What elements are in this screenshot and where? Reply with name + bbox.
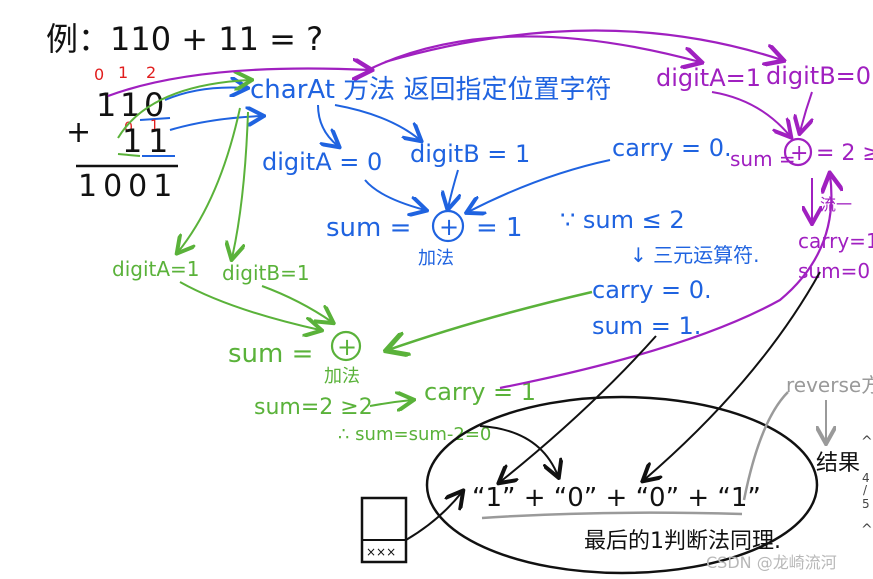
- green-carry: carry = 1: [424, 378, 536, 406]
- arrow-green-to-carry: [369, 400, 412, 406]
- reverse-label: reverse方法: [786, 373, 873, 397]
- charat-label: charAt 方法 返回指定位置字符: [250, 75, 611, 105]
- purple-plus-op: +: [790, 141, 808, 166]
- watermark: CSDN @龙崎流河: [706, 553, 837, 572]
- arrow-purple-to-digitA: [371, 35, 700, 68]
- scroll-tick-2: /: [863, 483, 868, 497]
- arrow-green-carry-to-purple-sum: [499, 175, 831, 390]
- arrow-green-digitB-to-sum: [261, 285, 332, 322]
- arrow-carry-to-green-sum: [388, 290, 593, 350]
- scroll-tick-3: 5: [862, 497, 870, 511]
- blue-digitA: digitA = 0: [262, 148, 382, 176]
- row2-digit-0: 1: [122, 122, 142, 160]
- purple-carry: carry=1: [798, 229, 873, 253]
- purple-eq: = 2 ≥ 2: [816, 141, 873, 166]
- output-box: [360, 496, 408, 564]
- blue-sum-label: sum =: [326, 213, 411, 243]
- arrow-sumsub-to-string: [479, 425, 558, 476]
- arrow-purple-digitA-to-sum: [711, 91, 790, 136]
- blue-eq-result: = 1: [476, 213, 523, 243]
- arrow-green-to-digitB: [232, 111, 249, 258]
- blue-ternary: ↓ 三元运算符.: [630, 243, 759, 267]
- row1-underline: [139, 117, 171, 121]
- arrow-green-to-digitA: [178, 107, 241, 252]
- title-text: 例：110 + 11 = ?: [46, 20, 323, 58]
- arrow-box-to-oval: [405, 492, 462, 541]
- arrow-purple-digitB-to-sum: [800, 91, 812, 132]
- result-oval: [425, 395, 819, 575]
- arrow-charat-to-digitB: [334, 104, 420, 140]
- blue-carry2: carry = 0.: [592, 276, 712, 304]
- result-string: “1” + “0” + “0” + “1”: [472, 483, 761, 513]
- arrow-charat-to-digitA: [317, 104, 338, 146]
- purple-plus-circle: [783, 137, 813, 167]
- blue-plus-op: +: [439, 213, 459, 241]
- green-plus-op: +: [337, 333, 357, 361]
- row1-digit-0: 1: [96, 86, 116, 124]
- arrow-carry-to-sum: [468, 159, 611, 212]
- result-caption: 最后的1判断法同理.: [584, 529, 781, 554]
- green-sum-line: sum=2 ≥2: [254, 395, 373, 420]
- row1-digit-2: 0: [144, 86, 164, 124]
- reverse-result-label: 结果: [816, 451, 860, 476]
- arrow-purple-row-to-charat: [107, 68, 370, 98]
- green-plus-circle: [330, 330, 362, 362]
- output-box-text: ×××: [366, 545, 396, 559]
- index-1: 1: [118, 63, 128, 82]
- row2-underline-green: [117, 153, 141, 157]
- plus-sign: +: [66, 115, 91, 150]
- arrow-green-digitA-to-sum: [179, 281, 320, 330]
- scroll-tick-1: 4: [862, 471, 870, 485]
- arrow-sum2-to-string: [500, 335, 657, 482]
- blue-sum2: sum = 1.: [592, 312, 701, 340]
- arrow-purple-sum-to-string: [644, 271, 821, 480]
- arrow-row2-to-charat: [169, 116, 262, 131]
- green-sum-label: sum =: [228, 339, 313, 369]
- index-0: 0: [94, 65, 104, 84]
- result-underline: [481, 511, 743, 520]
- arrow-digitB-to-sum: [448, 169, 458, 208]
- row2-index-1: 1: [150, 118, 159, 134]
- arrow-green-row-to-charat: [117, 80, 250, 139]
- arrow-reverse-to-string: [742, 391, 789, 501]
- index-2: 2: [146, 63, 156, 82]
- row1-digit-1: 1: [120, 86, 140, 124]
- blue-carry: carry = 0.: [612, 134, 732, 162]
- arrow-purple-to-digitB: [384, 29, 782, 62]
- green-add-label: 加法: [324, 366, 360, 387]
- green-digitB: digitB=1: [222, 261, 310, 285]
- purple-flow-label: 流一: [820, 195, 852, 214]
- blue-digitB: digitB = 1: [410, 140, 530, 168]
- purple-digitB: digitB=0: [766, 62, 871, 90]
- result-number: 1001: [78, 169, 178, 204]
- row2-digit-1: 1: [148, 122, 168, 160]
- row2-index-0: 0: [124, 120, 133, 136]
- purple-digitA: digitA=1: [656, 64, 761, 92]
- blue-plus-circle: [431, 209, 465, 243]
- blue-add-label: 加法: [418, 248, 454, 269]
- purple-sum-result: sum=0: [798, 259, 870, 283]
- scroll-tick-4: ^: [861, 522, 873, 538]
- blue-condition: ∵ sum ≤ 2: [560, 206, 685, 234]
- scroll-tick-0: ^: [861, 434, 873, 450]
- arrow-digitA-to-sum: [364, 179, 425, 210]
- green-sum-sub: ∴ sum=sum-2=0: [338, 424, 491, 445]
- green-digitA: digitA=1: [112, 257, 200, 281]
